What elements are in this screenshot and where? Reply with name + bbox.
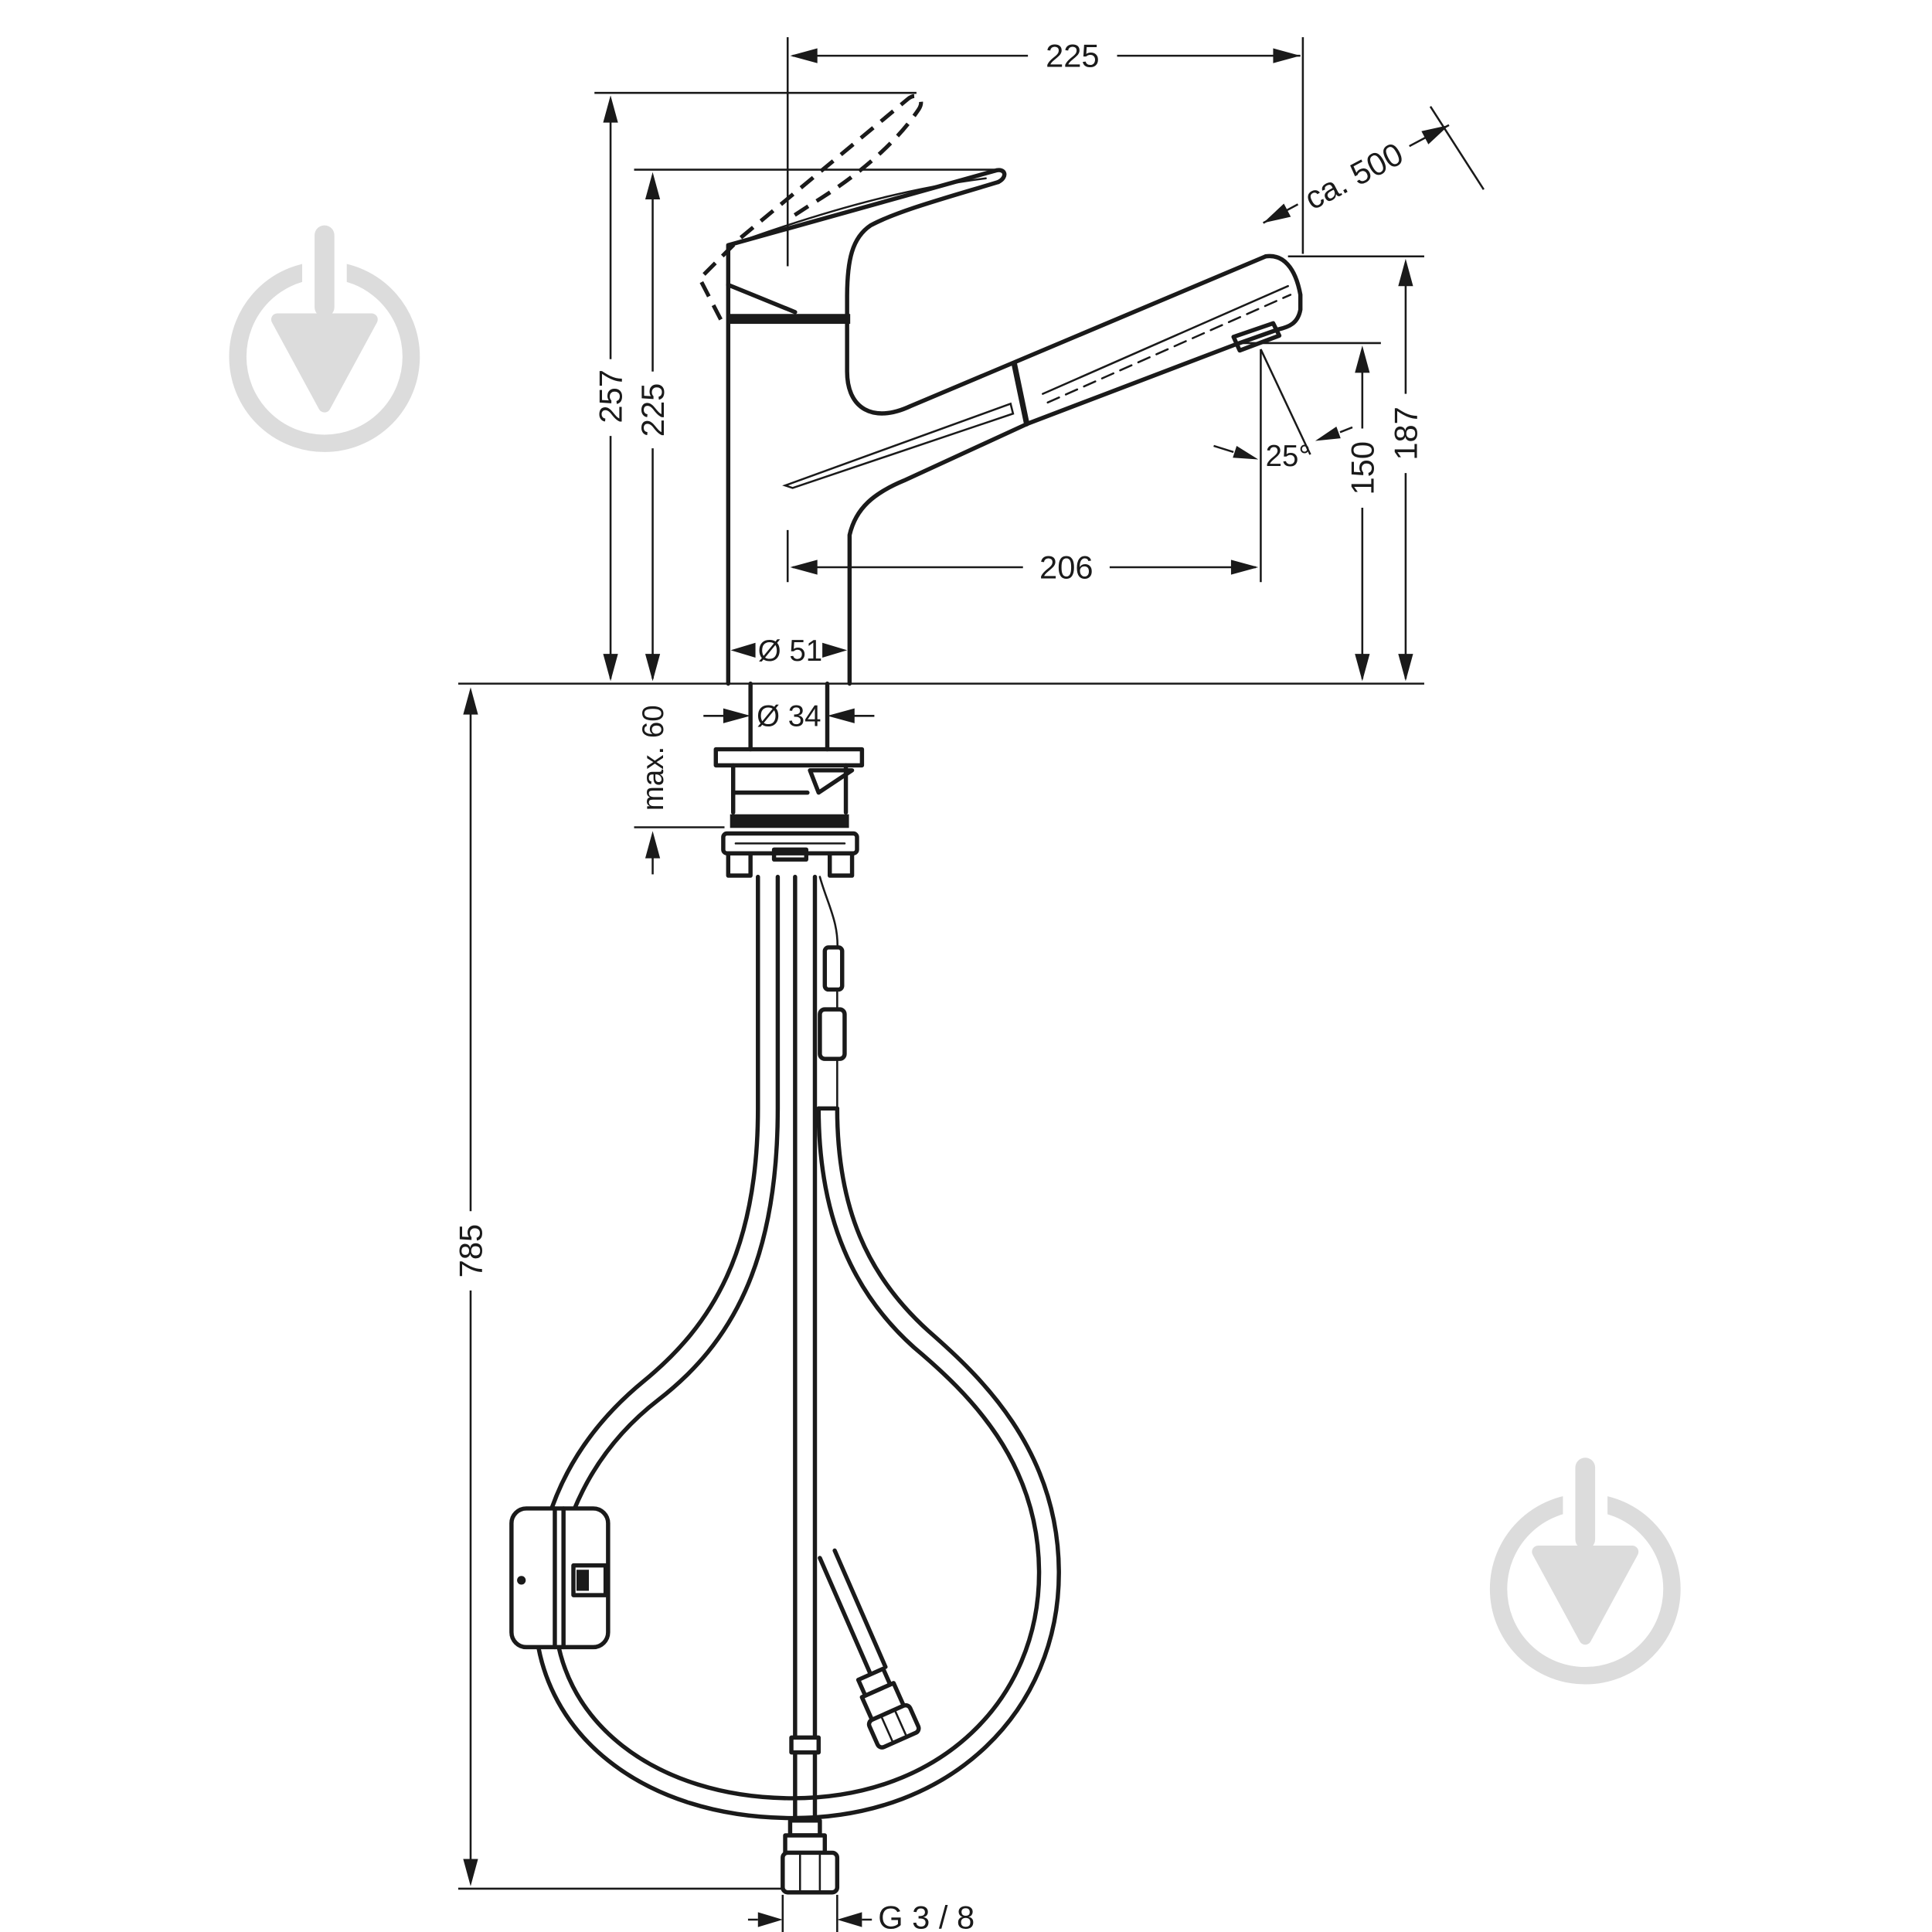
dimension-width-top: 225 — [786, 37, 1304, 267]
dimension-hose-length-label: 785 — [453, 1224, 489, 1278]
spray-head-end — [1264, 253, 1303, 332]
dimension-height-lever-raised-label: 257 — [593, 369, 629, 423]
mounting-assembly — [713, 681, 865, 878]
dimension-hose-length: 785 — [453, 687, 783, 1890]
secondary-hose-fitting — [855, 1666, 921, 1750]
dimension-body-diameter: Ø 51 — [730, 634, 848, 668]
dimension-spray-angle: 25° — [1213, 349, 1353, 473]
dimension-pullout-label: ca. 500 — [1298, 135, 1409, 216]
spray-head-highlight — [1042, 284, 1289, 395]
spout-upper-contour — [845, 179, 1268, 416]
spray-head-highlight-dashed — [1046, 294, 1292, 404]
dimension-height-lever-label: 225 — [634, 383, 671, 437]
clamp-ring — [721, 831, 859, 855]
dimension-connection-thread-label: G 3 / 8 — [878, 1899, 975, 1932]
dimension-height-outlet-label: 150 — [1344, 441, 1380, 495]
aerator — [1231, 321, 1282, 353]
secondary-hose-right — [832, 1548, 888, 1669]
lever-raised-outline — [697, 94, 923, 321]
spout-lower-contour — [847, 327, 1281, 686]
dimension-reach: 206 — [786, 349, 1262, 586]
supply-hose-band — [789, 1735, 821, 1755]
supply-connector-hex — [781, 1850, 840, 1895]
dimension-height-lever: 225 — [634, 168, 998, 682]
watermark-logo-top-left — [229, 225, 420, 452]
dimension-shank-diameter: Ø 34 — [703, 700, 875, 733]
pullout-hose-inner — [553, 874, 1042, 1801]
hose-weight-clip — [509, 1506, 611, 1650]
wire-fitting-lower — [818, 1007, 847, 1061]
dimension-reach-label: 206 — [1039, 549, 1094, 586]
lever-surface-line — [749, 177, 987, 239]
supply-fitting-nut — [783, 1833, 828, 1855]
dimension-pullout: ca. 500 — [1263, 106, 1485, 224]
dimension-height-spout-label: 187 — [1387, 406, 1423, 461]
dimension-height-outlet: 150 — [1238, 342, 1381, 682]
wire-fitting-upper — [822, 945, 845, 992]
supply-connector-hex-lines — [798, 1854, 821, 1891]
watermark-logo-bottom-right — [1489, 1458, 1681, 1685]
mounting-plate — [713, 747, 865, 768]
pullout-hose-outer — [532, 874, 1061, 1821]
hose-assembly — [509, 874, 1061, 1895]
supply-fitting-collar — [787, 1818, 822, 1838]
dimension-mounting-thickness-label: max. 60 — [637, 705, 670, 811]
lever-outline — [726, 168, 1007, 287]
dimension-shank-diameter-label: Ø 34 — [757, 700, 821, 733]
spout-highlight — [782, 402, 1015, 489]
bolt-right — [827, 851, 855, 878]
dimension-connection-thread: G 3 / 8 — [747, 1894, 975, 1932]
secondary-hose-left — [818, 1556, 873, 1677]
lever-collar-band — [727, 314, 851, 325]
bolt-left — [726, 851, 753, 878]
dimension-height-lever-raised: 257 — [593, 91, 917, 682]
lever-base — [726, 282, 798, 315]
faucet-body — [697, 94, 1303, 686]
dimension-body-diameter-label: Ø 51 — [758, 634, 822, 668]
dimension-height-spout: 187 — [1287, 255, 1424, 682]
hose-guide-wire — [818, 876, 839, 1110]
center-nut — [771, 847, 808, 862]
nut-wedge — [808, 768, 855, 795]
seal-band — [730, 814, 849, 828]
dimension-width-top-label: 225 — [1046, 38, 1100, 74]
spray-head-joint — [1011, 361, 1030, 427]
dimension-mounting-thickness: max. 60 — [634, 705, 725, 875]
dimension-spray-angle-label: 25° — [1266, 440, 1311, 473]
